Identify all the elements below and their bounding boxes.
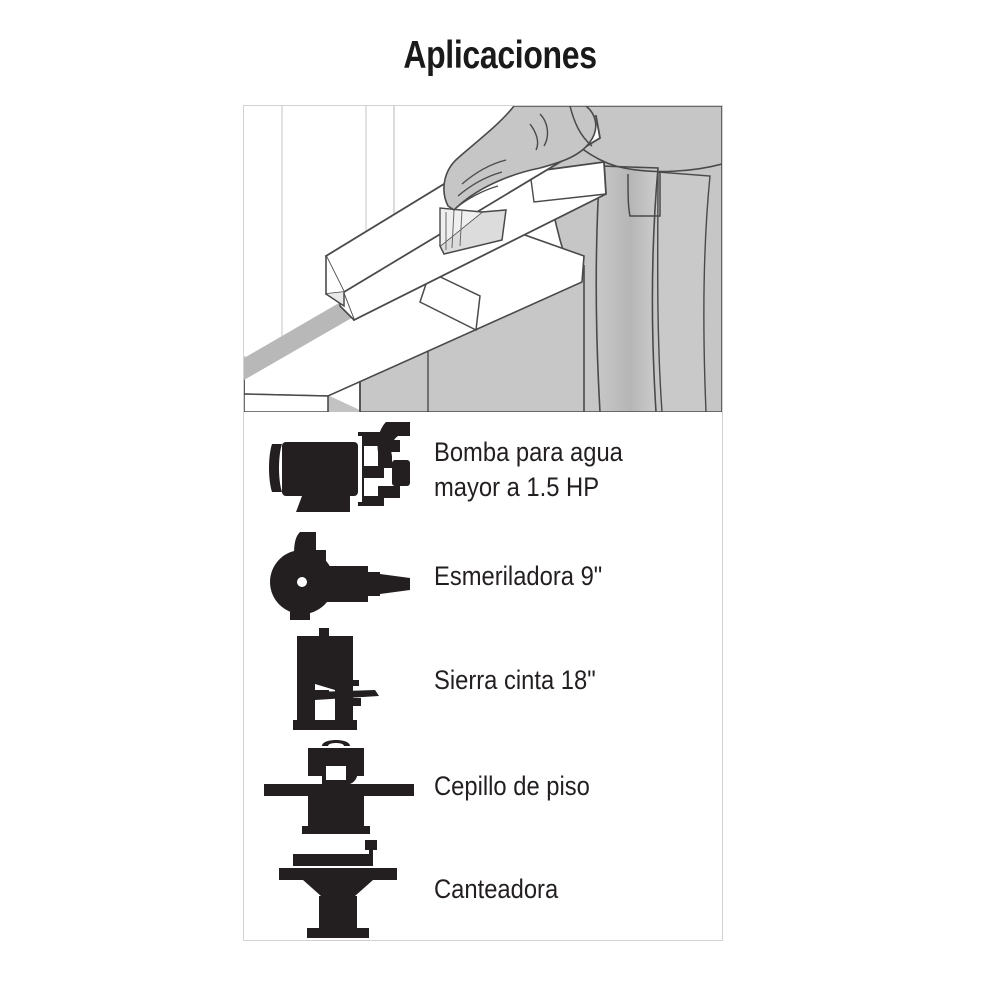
jointer-icon [244, 838, 434, 940]
angle-grinder-icon [244, 526, 434, 626]
list-item[interactable]: Esmeriladora 9" [244, 526, 722, 626]
list-item[interactable]: Bomba para agua mayor a 1.5 HP [244, 414, 722, 526]
list-item[interactable]: Canteadora [244, 838, 722, 940]
list-item[interactable]: Cepillo de piso [244, 734, 722, 838]
page-title: Aplicaciones [403, 34, 597, 77]
list-item-label: Canteadora [434, 873, 559, 904]
woodworking-jointer-illustration [244, 106, 722, 412]
list-item-label: Esmeriladora 9" [434, 560, 603, 591]
floor-planer-icon [244, 734, 434, 838]
water-pump-icon [244, 414, 434, 526]
applications-panel: Bomba para agua mayor a 1.5 HP [243, 105, 723, 941]
band-saw-icon [244, 626, 434, 734]
applications-list: Bomba para agua mayor a 1.5 HP [244, 414, 722, 940]
list-item-label: Bomba para agua mayor a 1.5 HP [434, 437, 623, 502]
list-item-label: Cepillo de piso [434, 770, 590, 801]
list-item-label: Sierra cinta 18" [434, 664, 596, 695]
list-item[interactable]: Sierra cinta 18" [244, 626, 722, 734]
